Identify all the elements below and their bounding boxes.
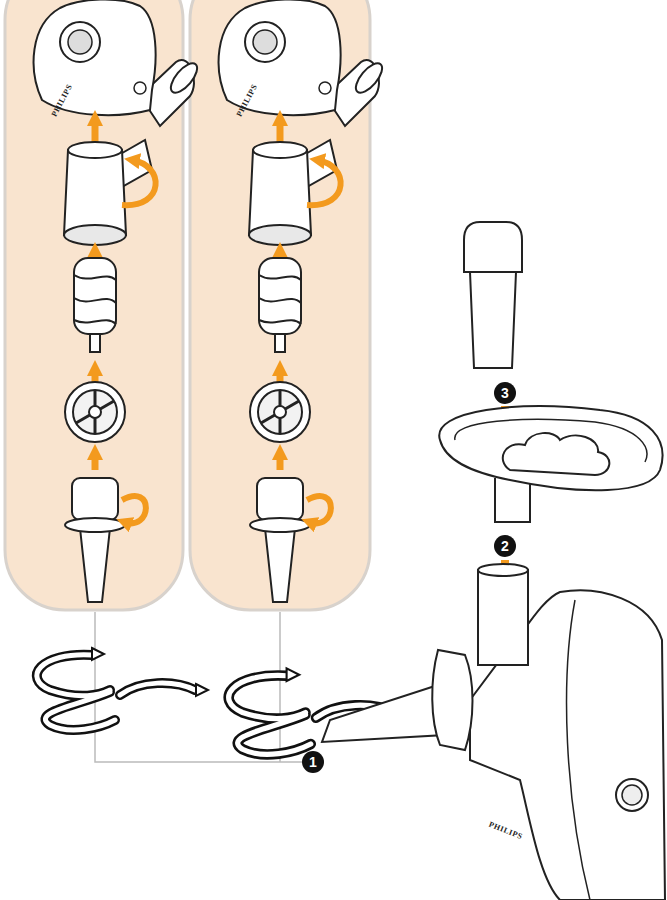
meat [503,433,610,475]
brand-name: PHILIPS [488,820,524,842]
tray [439,406,662,490]
grinder-body [567,600,590,900]
button [616,779,648,811]
pusher [464,222,522,272]
button [622,785,642,805]
sausage [37,648,208,730]
ring-nut [432,650,472,750]
assembly-stack [219,0,387,602]
tray [495,478,530,522]
callout-number: 1 [302,751,324,773]
feed-tube [478,570,528,665]
feed-tube [478,564,528,576]
pusher [470,272,516,368]
callout-number: 2 [494,535,516,557]
sausage-horn [322,685,445,742]
assembly-stack [34,0,202,602]
callout-number: 3 [494,382,516,404]
